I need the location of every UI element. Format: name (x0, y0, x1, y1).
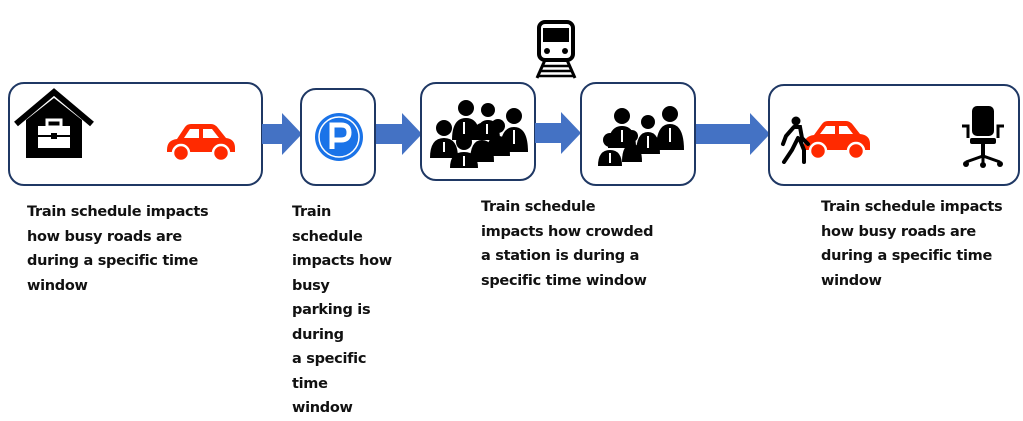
house-briefcase-icon (14, 88, 94, 158)
caption-car-to-office: Train schedule impacts how busy roads ar… (821, 199, 1003, 289)
flow-arrow (535, 112, 581, 154)
office-chair-icon (962, 106, 1004, 168)
parking-icon (315, 113, 363, 161)
caption-station-crowd: Train schedule impacts how crowded a sta… (481, 199, 654, 289)
flow-arrow (696, 113, 770, 155)
caption-parking: Train schedule impacts how busy parking … (292, 204, 392, 416)
train-icon (535, 20, 577, 79)
crowd-icon (430, 100, 528, 168)
person-entering-car-icon (781, 116, 870, 164)
crowd-icon (598, 106, 684, 166)
caption-home-to-car: Train schedule impacts how busy roads ar… (27, 204, 209, 294)
flow-arrow (262, 113, 302, 155)
car-icon (167, 124, 235, 162)
flow-arrow (376, 113, 422, 155)
